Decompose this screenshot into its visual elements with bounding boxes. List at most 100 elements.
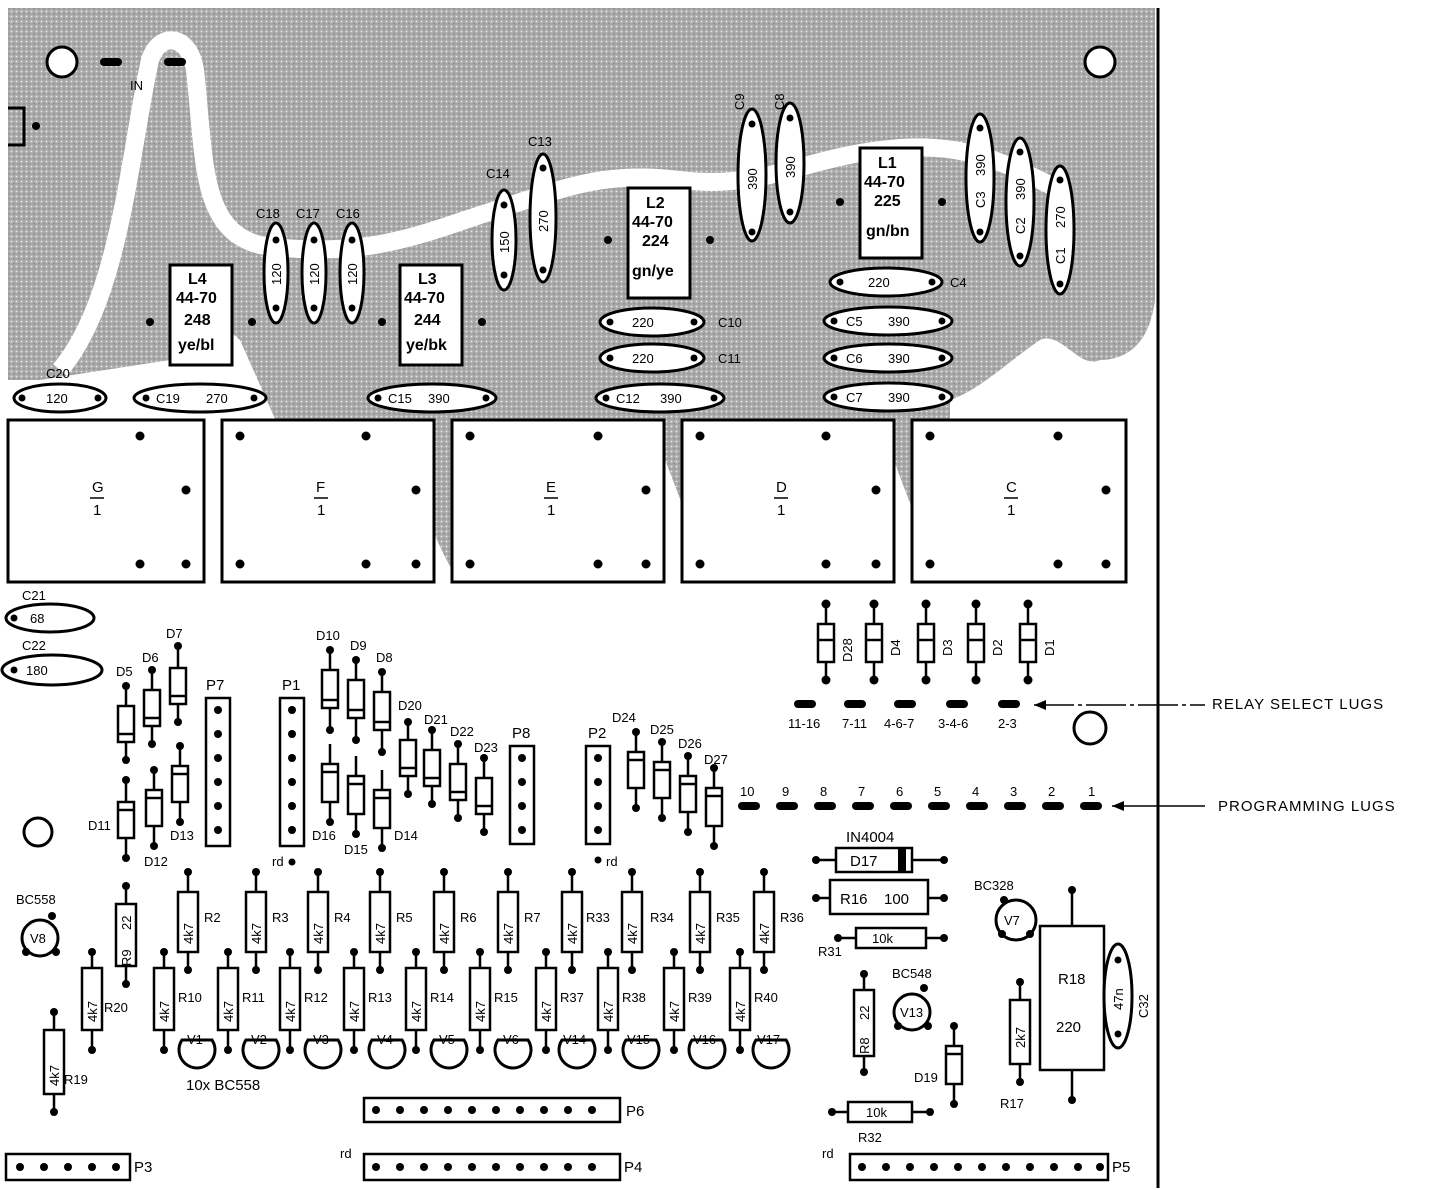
svg-text:R19: R19 [64,1072,88,1087]
resistor-R18: R18 220 [1038,886,1106,1104]
svg-text:V2: V2 [251,1032,267,1047]
svg-text:D27: D27 [704,752,728,767]
relay-E: E 1 [450,418,666,584]
svg-text:11-16: 11-16 [788,716,820,731]
programming-lugs: 10 9 8 7 6 5 4 3 2 1 [738,784,1205,811]
svg-text:C12: C12 [616,391,640,406]
diode-array-center [320,650,494,848]
resistor-row-top-dots [184,868,768,974]
svg-text:D15: D15 [344,842,368,857]
svg-text:120: 120 [46,391,68,406]
header-P1: P1 rd [272,677,306,869]
svg-text:C2: C2 [1013,217,1028,234]
cap-C20: C20 120 [12,366,108,414]
coil-L2: L2 44-70 224 gn/ye [604,186,714,300]
cap-C19: C19 270 [132,382,268,414]
svg-text:4k7: 4k7 [409,1001,424,1022]
cap-C3: C3 390 [964,112,996,244]
resistor-R20: 4k7 R20 [80,948,128,1054]
svg-text:L3: L3 [418,271,437,288]
svg-text:R40: R40 [754,990,778,1005]
cap-C1: C1 270 [1044,164,1076,296]
relay-select-note: RELAY SELECT LUGS [1212,696,1385,713]
svg-text:R11: R11 [242,990,265,1005]
resistor-row-bottom-dots [160,948,744,1054]
svg-text:C11: C11 [718,351,741,366]
svg-text:D5: D5 [116,664,133,679]
svg-text:1: 1 [317,502,325,519]
svg-text:248: 248 [184,312,211,329]
svg-text:270: 270 [1053,206,1068,228]
svg-text:R18: R18 [1058,971,1086,988]
svg-text:150: 150 [497,231,512,253]
svg-text:3: 3 [1010,784,1017,799]
svg-text:V17: V17 [757,1032,780,1047]
svg-text:ye/bl: ye/bl [178,337,214,354]
svg-text:4-6-7: 4-6-7 [884,716,914,731]
svg-text:1: 1 [1007,502,1015,519]
svg-text:1: 1 [1088,784,1095,799]
svg-text:120: 120 [269,263,284,285]
diode-array-left [116,646,190,858]
svg-text:P4: P4 [624,1159,642,1176]
svg-text:4: 4 [972,784,979,799]
svg-text:225: 225 [874,193,901,210]
relay-G: G 1 [6,418,206,584]
svg-text:C19: C19 [156,391,180,406]
svg-text:L4: L4 [188,271,207,288]
svg-text:4k7: 4k7 [601,1001,616,1022]
svg-text:44-70: 44-70 [404,290,445,307]
svg-text:4k7: 4k7 [693,923,708,944]
header-P6: P6 [362,1096,644,1124]
select-diode-dots [821,599,1033,685]
svg-text:4k7: 4k7 [283,1001,298,1022]
svg-text:R39: R39 [688,990,712,1005]
cap-C8: C8 390 [772,93,806,225]
svg-text:4k7: 4k7 [221,1001,236,1022]
svg-text:220: 220 [1056,1019,1081,1036]
cap-C21: C21 68 [4,588,96,634]
svg-text:390: 390 [1013,178,1028,200]
svg-text:C17: C17 [296,206,320,221]
svg-text:D6: D6 [142,650,159,665]
svg-text:10k: 10k [866,1105,887,1120]
resistor-R9: R9 22 [114,882,138,988]
select-diode-labels: D28 D4 D3 D2 D1 [840,638,1057,662]
svg-text:220: 220 [632,351,654,366]
svg-text:R7: R7 [524,910,541,925]
svg-text:4k7: 4k7 [347,1001,362,1022]
diode-array-right [626,732,724,846]
resistor-row-bottom-labels: 4k7 4k7 4k7 4k7 4k7 4k7 4k7 4k7 4k7 4k7 … [157,990,778,1022]
svg-text:4k7: 4k7 [47,1065,62,1086]
svg-text:120: 120 [345,263,360,285]
capacitor-C32: 47n C32 [1102,942,1151,1050]
cap-C5: C5 390 [822,305,954,337]
svg-text:D22: D22 [450,724,474,739]
svg-text:390: 390 [888,314,910,329]
svg-text:D13: D13 [170,828,194,843]
svg-text:E: E [546,479,556,496]
svg-text:4k7: 4k7 [539,1001,554,1022]
svg-text:390: 390 [745,168,760,190]
svg-text:D19: D19 [914,1070,938,1085]
cap-C15: C15 390 [366,382,498,414]
svg-text:R37: R37 [560,990,584,1005]
svg-text:V14: V14 [563,1032,586,1047]
svg-text:C: C [1006,479,1017,496]
svg-text:2k7: 2k7 [1013,1027,1028,1048]
svg-text:100: 100 [884,891,909,908]
svg-text:rd: rd [340,1146,352,1161]
svg-text:C7: C7 [846,390,863,405]
svg-text:R3: R3 [272,910,289,925]
svg-text:R2: R2 [204,910,221,925]
header-P5: rd P5 [822,1146,1130,1182]
svg-text:D23: D23 [474,740,498,755]
svg-text:V8: V8 [30,931,46,946]
cap-C22: C22 180 [0,638,104,687]
svg-text:D: D [776,479,787,496]
svg-text:1: 1 [93,502,101,519]
svg-text:C13: C13 [528,134,552,149]
svg-text:R4: R4 [334,910,351,925]
svg-text:4k7: 4k7 [667,1001,682,1022]
